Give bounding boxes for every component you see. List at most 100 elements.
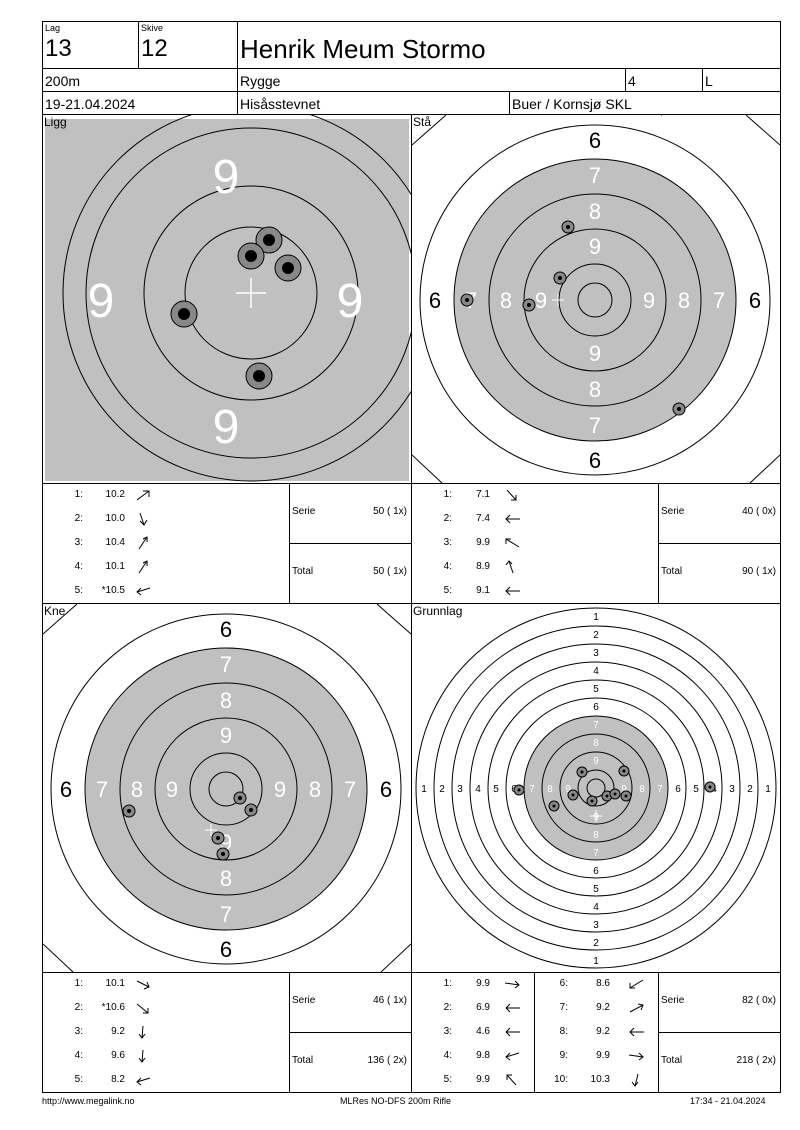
grunn-shot-row-3: 3: 4.6 [412,1025,534,1039]
ligg-ring-8 [62,115,411,482]
kne-ring-6 [84,647,368,931]
class-letter-cell: L [702,68,781,92]
arrow-s-icon [138,1049,146,1063]
lag-cell: Lag 13 [42,21,139,69]
arrow-se-icon [136,980,150,990]
sta-ring-8 [523,228,667,372]
sta-total-box: Total 90 ( 1x) [658,544,780,603]
grunnlag-panel: Grunnlag 1 2 3 4 5 6 7 8 9 1 2 3 4 [411,603,781,973]
grunn-shot-1 [576,766,588,778]
arrow-w-icon [505,1003,520,1013]
footer-timestamp: 17:34 - 21.04.2024 [690,1096,766,1106]
svg-text:7: 7 [529,784,535,795]
event: Hisåsstevnet [240,96,321,112]
grunn-labels-left: 1 2 3 4 5 6 7 8 9 [421,784,571,795]
ligg-panel: Ligg 9 9 9 9 [42,114,412,484]
place: Rygge [240,73,281,89]
grunn-shot-2 [513,784,525,796]
ligg-shot-row-3: 3: 10.4 [43,536,283,550]
class-letter: L [705,73,713,89]
sta-label-6-top: 6 [589,128,601,153]
sta-shot-row-4: 4: 8.9 [412,560,652,574]
svg-text:1: 1 [765,784,771,795]
footer-program: MLRes NO-DFS 200m Rifle [340,1096,452,1106]
sta-label-8-top: 8 [589,199,601,224]
ligg-shot-row-1: 1: 10.2 [43,488,283,502]
svg-text:7: 7 [593,720,599,731]
grunn-total-box: Total 218 ( 2x) [658,1033,780,1092]
grunn-shot-5 [586,795,598,807]
kne-corner-tr [376,604,411,635]
ligg-ring-label-bottom: 9 [213,401,240,454]
grunn-labels-right: 1 2 3 4 5 6 7 8 9 [621,784,771,795]
footer-url[interactable]: http://www.megalink.no [42,1096,135,1106]
svg-text:3: 3 [593,648,599,659]
kne-shot-4 [216,847,230,861]
kne-label-6-left: 6 [60,777,72,802]
sta-corner-tl [412,115,447,146]
kne-shot-row-3: 3: 9.2 [43,1025,283,1039]
sta-label-7-top: 7 [589,163,601,188]
svg-text:6: 6 [593,866,599,877]
kne-corner-tl [43,604,78,635]
arrow-w-icon [629,1027,644,1037]
ligg-target: 9 9 9 9 [45,115,411,482]
sta-ring-7 [488,193,702,407]
svg-text:1: 1 [421,784,427,795]
grunn-ring-10 [577,769,615,807]
sta-shot-5 [522,298,536,312]
kne-total-value: 136 ( 2x) [367,1055,407,1066]
grunn-total-value: 218 ( 2x) [736,1055,776,1066]
ligg-shot-3 [274,254,302,282]
grunn-ring-x [586,778,606,798]
date: 19-21.04.2024 [45,96,136,112]
svg-text:5: 5 [693,784,699,795]
sta-corner-tr [745,115,780,146]
ligg-shot-4 [170,300,198,328]
grunn-ring-6 [505,697,687,879]
svg-text:9: 9 [565,784,571,795]
kne-label-6-top: 6 [220,617,232,642]
ligg-shot-row-5: 5: *10.5 [43,584,283,598]
grunn-labels-bottom: 1 2 3 4 5 6 7 8 9 [593,812,599,967]
kne-panel: Kne 6 6 6 6 7 7 7 7 8 8 8 8 9 9 9 9 [42,603,412,973]
grunn-shot-row-8: 8: 9.2 [536,1025,658,1039]
sta-label-7-right: 7 [713,288,725,313]
svg-text:9: 9 [593,756,599,767]
ligg-ring-label-top: 9 [213,151,240,204]
svg-text:4: 4 [593,666,599,677]
kne-label-8-left: 8 [131,777,143,802]
sta-shot-4 [561,220,575,234]
svg-text:3: 3 [729,784,735,795]
class-num: 4 [628,73,636,89]
svg-text:1: 1 [593,612,599,623]
sta-serie-value: 40 ( 0x) [742,506,776,517]
kne-label-8-top: 8 [220,688,232,713]
svg-text:2: 2 [747,784,753,795]
kne-table: 1: 10.1 2: *10.6 3: 9.2 4: 9.6 5: 8.2 Se… [42,972,412,1093]
sta-label-6-left: 6 [429,288,441,313]
kne-shot-3 [211,831,225,845]
arrow-n-icon [505,560,514,574]
grunn-shot-10 [609,788,621,800]
ligg-ring-inner [184,226,318,360]
date-cell: 19-21.04.2024 [42,91,238,115]
sta-table: 1: 7.1 2: 7.4 3: 9.9 4: 8.9 5: 9.1 Serie… [411,483,781,604]
kne-target: 6 6 6 6 7 7 7 7 8 8 8 8 9 9 9 9 [43,604,411,972]
svg-text:4: 4 [593,902,599,913]
sta-target: 6 6 6 6 7 7 7 7 8 8 8 8 9 9 9 9 [412,115,780,483]
lag-label: Lag [45,23,61,33]
ligg-total-box: Total 50 ( 1x) [289,544,411,603]
kne-ring-7 [119,682,333,896]
kne-shot-row-5: 5: 8.2 [43,1073,283,1087]
sta-label-9-right: 9 [643,288,655,313]
kne-shot-row-1: 1: 10.1 [43,977,283,991]
svg-text:3: 3 [457,784,463,795]
arrow-s-icon [139,512,148,526]
sta-corner-bl [412,454,443,483]
ligg-table: 1: 10.2 2: 10.0 3: 10.4 4: 10.1 5: *10.5… [42,483,412,604]
arrow-w-icon [136,1077,151,1086]
kne-ring-9 [189,752,263,826]
kne-label-7-left: 7 [96,777,108,802]
sta-ring-10 [577,282,613,318]
